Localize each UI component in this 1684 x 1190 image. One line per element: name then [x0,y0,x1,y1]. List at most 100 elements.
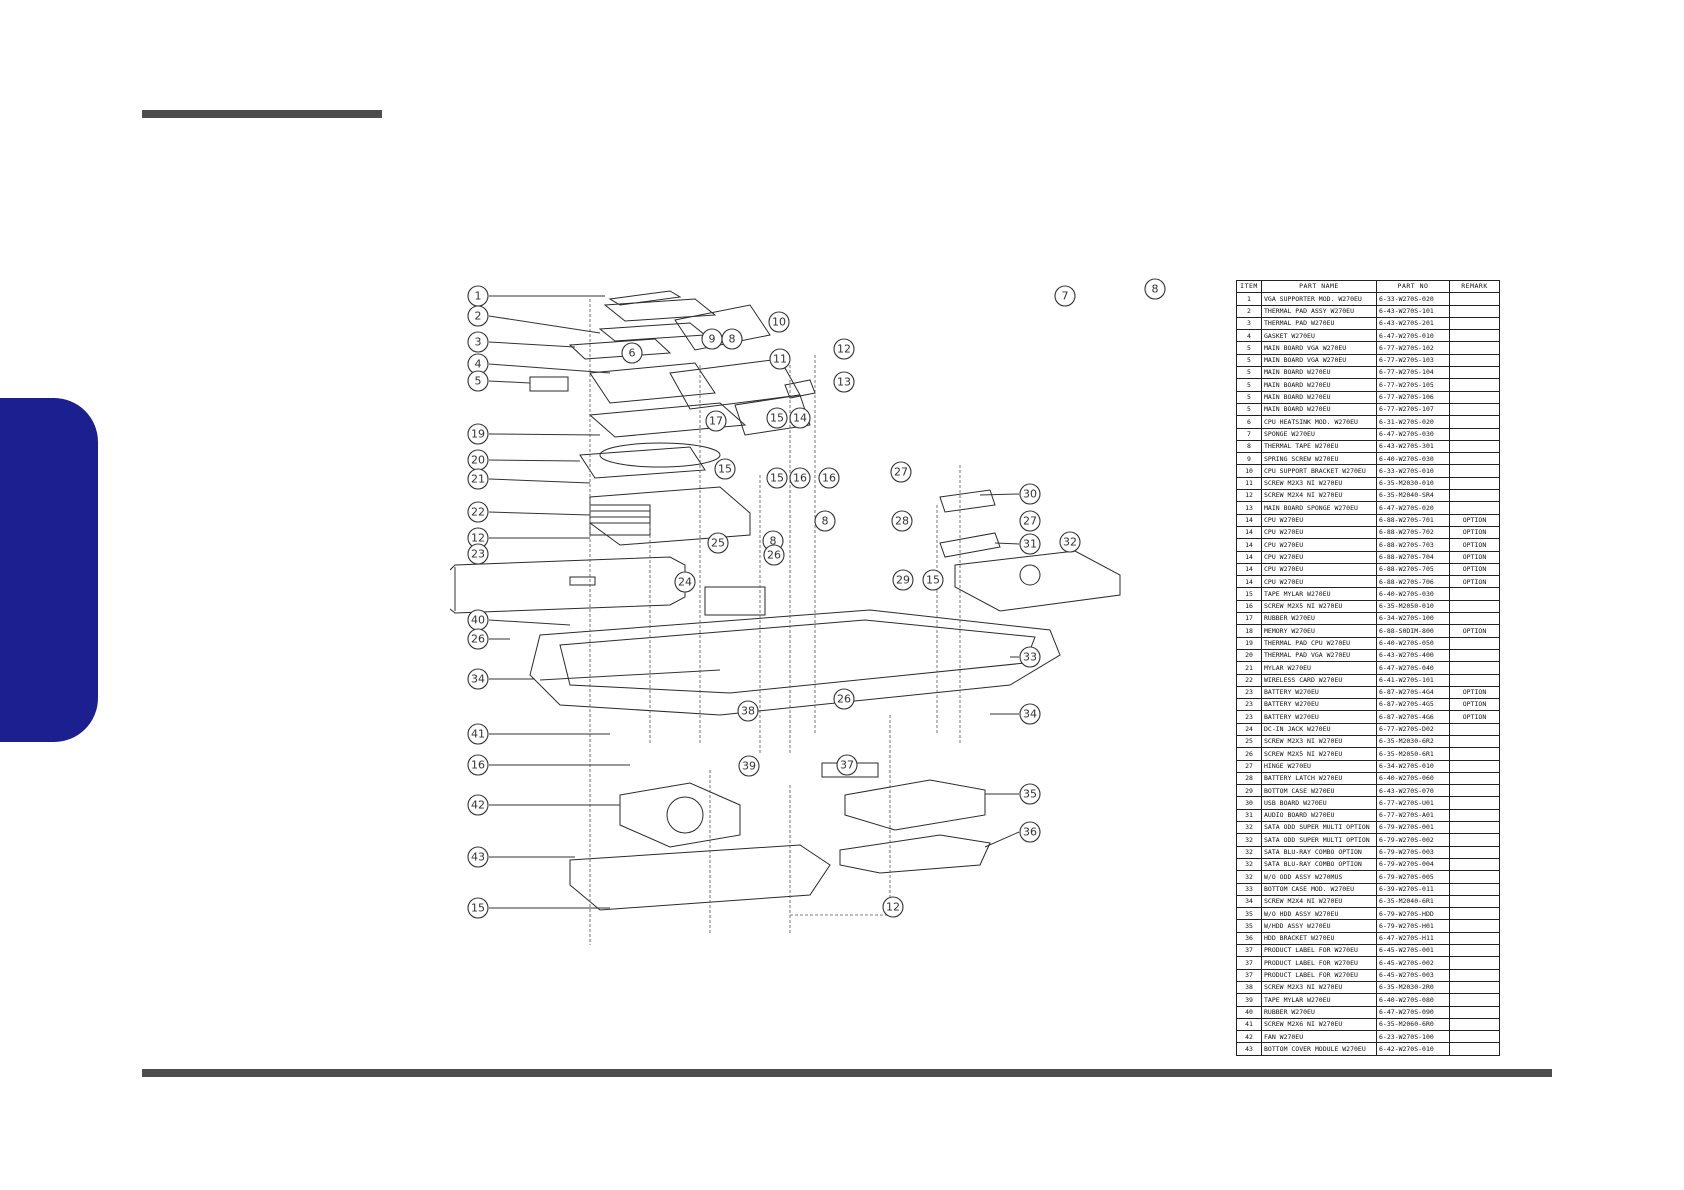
cell-remark [1449,1030,1500,1044]
callout-label: 22 [471,506,485,519]
callout-label: 8 [1152,283,1159,296]
callout-label: 36 [1023,826,1037,839]
callout-label: 3 [475,336,482,349]
callout-label: 9 [709,333,716,346]
callout-7: 7 [1054,285,1076,307]
callout-label: 40 [471,614,485,627]
cell-item: 26 [1236,747,1262,761]
cell-item: 1 [1236,292,1262,306]
callout-label: 16 [822,472,836,485]
callout-circle [769,348,791,370]
cell-part-no: 6-43-W270S-070 [1376,784,1450,798]
callout-circle [836,754,858,776]
cell-part-name: SCREW M2X3 NI W270EU [1261,980,1377,995]
callout-14: 14 [789,407,811,429]
header-part-no: PART NO [1376,279,1450,294]
cell-remark: OPTION [1449,710,1500,724]
cell-part-name: BOTTOM CASE W270EU [1261,784,1377,798]
cell-part-no: 6-77-W270S-U01 [1376,796,1450,810]
callout-12: 12 [833,338,855,360]
callout-circle [705,410,727,432]
cell-item: 24 [1236,722,1262,736]
callout-10: 10 [768,311,790,333]
callout-label: 14 [793,412,807,425]
cell-part-name: CPU W270EU [1261,513,1377,527]
callout-circle [892,569,914,591]
cell-part-name: BATTERY LATCH W270EU [1261,771,1377,786]
cell-remark [1449,870,1500,884]
callout-label: 32 [1063,536,1077,549]
callout-label: 38 [741,705,755,718]
cell-remark [1449,452,1500,466]
cell-part-name: MEMORY W270EU [1261,624,1377,638]
cpu-heatsink-part [579,394,811,479]
cell-item: 35 [1236,907,1262,921]
cell-part-name: SATA ODD SUPER MULTI OPTION [1261,833,1377,847]
callout-41: 41 [467,723,489,745]
callout-5: 5 [467,370,489,392]
callout-label: 20 [471,454,485,467]
cell-part-no: 6-79-W270S-HDD [1376,907,1450,921]
cell-item: 21 [1236,661,1262,675]
cell-part-name: SCREW M2X4 NI W270EU [1261,489,1377,503]
callout-label: 8 [770,535,777,548]
header-rule [142,110,382,118]
cell-remark: OPTION [1449,624,1500,638]
callout-circle [1054,285,1076,307]
callout-circle [467,423,489,445]
cell-part-name: MAIN BOARD W270EU [1261,390,1377,404]
callout-20: 20 [467,449,489,471]
callout-label: 15 [770,412,784,425]
cell-part-name: HDD BRACKET W270EU [1261,931,1377,946]
cell-part-name: SATA ODD SUPER MULTI OPTION [1261,821,1377,835]
cell-item: 3 [1236,316,1262,331]
cell-remark [1449,612,1500,626]
cell-remark [1449,415,1500,429]
callout-circle [467,897,489,919]
cell-part-name: BATTERY W270EU [1261,685,1377,700]
callout-label: 16 [793,472,807,485]
cell-part-no: 6-42-W270S-010 [1376,1042,1450,1056]
cell-remark [1449,1005,1500,1019]
cell-remark [1449,673,1500,687]
cell-item: 20 [1236,648,1262,663]
callout-27: 27 [890,461,912,483]
callout-8: 8 [1144,278,1166,300]
callout-circle [1019,483,1041,505]
callout-circle [768,311,790,333]
cell-remark: OPTION [1449,562,1500,577]
callout-43: 43 [467,846,489,868]
cell-part-no: 6-35-M2040-SR4 [1376,489,1450,503]
cell-part-no: 6-43-W270S-101 [1376,304,1450,318]
callout-label: 15 [770,472,784,485]
chapter-side-tab [0,398,98,742]
cell-part-name: PRODUCT LABEL FOR W270EU [1261,956,1377,970]
cell-item: 9 [1236,452,1262,466]
cell-item: 5 [1236,341,1262,355]
cell-part-name: RUBBER W270EU [1261,612,1377,626]
cell-part-no: 6-87-W270S-4G5 [1376,698,1450,712]
cell-part-no: 6-43-W270S-301 [1376,439,1450,454]
callout-17: 17 [705,410,727,432]
cell-part-no: 6-43-W270S-400 [1376,648,1450,663]
cell-part-no: 6-40-W270S-050 [1376,636,1450,650]
cell-part-name: CPU SUPPORT BRACKET W270EU [1261,464,1377,478]
callout-circle [1019,510,1041,532]
cell-part-no: 6-88-W270S-704 [1376,550,1450,564]
